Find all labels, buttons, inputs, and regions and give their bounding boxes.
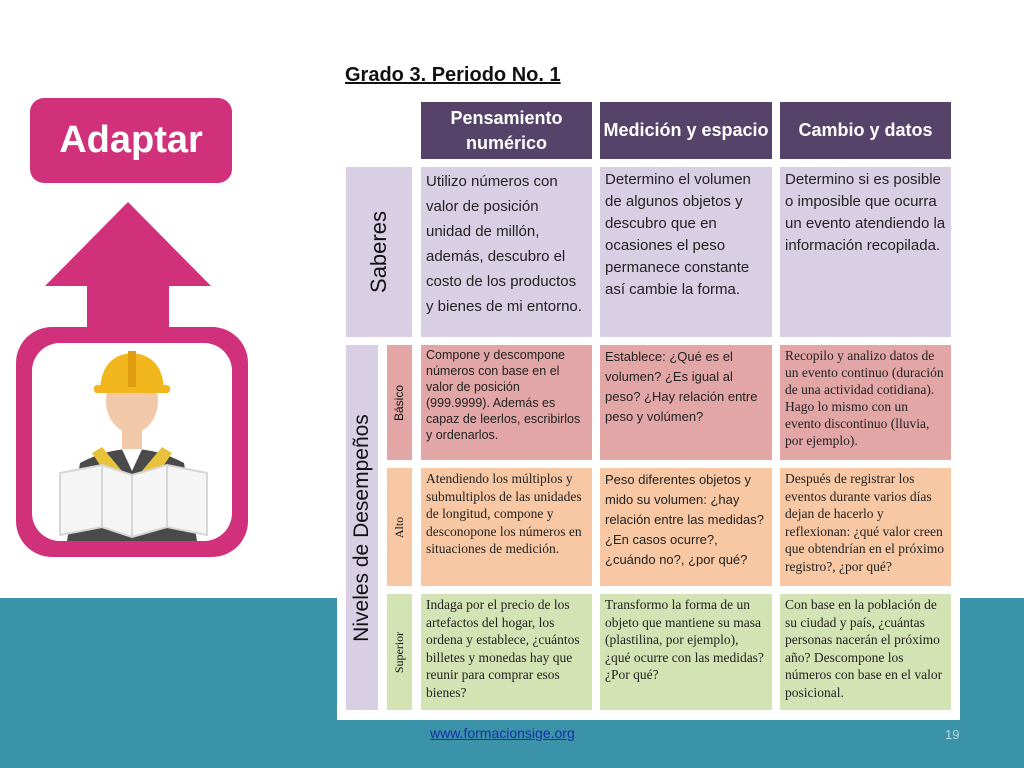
saberes-cell-1: Utilizo números con valor de posición un…: [421, 167, 592, 337]
superior-cell-3: Con base en la población de su ciudad y …: [780, 594, 951, 710]
alto-cell-3: Después de registrar los eventos durante…: [780, 468, 951, 586]
row-label-saberes: Saberes: [346, 167, 412, 337]
page-number: 19: [945, 727, 960, 742]
column-header-cambio: Cambio y datos: [780, 102, 951, 159]
construction-worker-icon: [59, 351, 208, 541]
level-label-alto: Alto: [387, 468, 412, 586]
saberes-cell-2: Determino el volumen de algunos objetos …: [600, 167, 772, 337]
column-header-pensamiento: Pensamiento numérico: [421, 102, 592, 159]
website-link[interactable]: www.formacionsige.org: [430, 725, 575, 741]
up-arrow-icon: [45, 202, 211, 286]
row-label-niveles: Niveles de Desempeños: [346, 345, 378, 710]
level-label-basico: Básico: [387, 345, 412, 460]
basico-cell-2: Establece: ¿Qué es el volumen? ¿Es igual…: [600, 345, 772, 460]
level-label-superior: Superior: [387, 594, 412, 710]
superior-label-text: Superior: [392, 631, 407, 673]
alto-cell-1: Atendiendo los múltiplos y submultiplos …: [421, 468, 592, 586]
basico-cell-1: Compone y descompone números con base en…: [421, 345, 592, 460]
niveles-label-text: Niveles de Desempeños: [350, 413, 373, 642]
alto-label-text: Alto: [392, 516, 406, 538]
saberes-label-text: Saberes: [366, 211, 392, 293]
adaptar-label: Adaptar: [30, 98, 232, 183]
alto-cell-2: Peso diferentes objetos y mido su volume…: [600, 468, 772, 586]
superior-cell-1: Indaga por el precio de los artefactos d…: [421, 594, 592, 710]
basico-label-text: Básico: [392, 384, 407, 421]
slide-title: Grado 3. Periodo No. 1: [345, 64, 561, 86]
column-header-medicion: Medición y espacio: [600, 102, 772, 159]
basico-cell-3: Recopilo y analizo datos de un evento co…: [780, 345, 951, 460]
saberes-cell-3: Determino si es posible o imposible que …: [780, 167, 951, 337]
worker-image: [32, 343, 232, 541]
superior-cell-2: Transformo la forma de un objeto que man…: [600, 594, 772, 710]
